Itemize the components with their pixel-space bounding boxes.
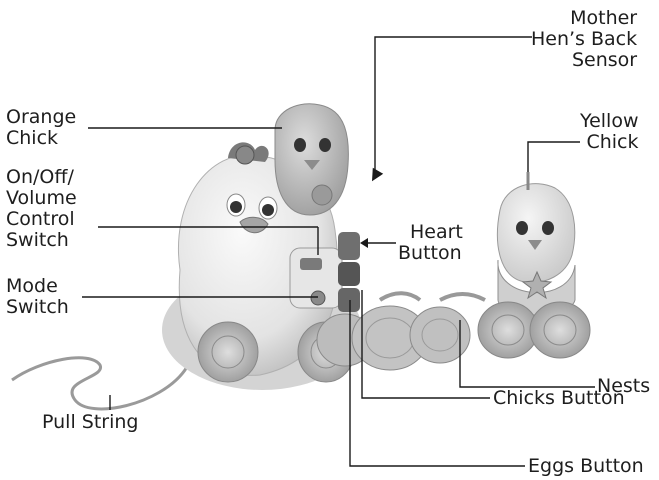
label-line: Control	[6, 209, 77, 230]
label-line: Heart	[398, 222, 463, 243]
label-mode-switch: Mode Switch	[6, 276, 69, 318]
label-line: Button	[398, 243, 463, 264]
label-eggs-button: Eggs Button	[528, 456, 644, 477]
label-line: Hen’s Back	[531, 29, 637, 50]
label-line: Chick	[580, 132, 639, 153]
label-line: Yellow	[580, 111, 639, 132]
label-pull-string: Pull String	[42, 412, 138, 433]
label-line: Chick	[6, 128, 76, 149]
label-on-off-volume-switch: On/Off/ Volume Control Switch	[6, 167, 77, 251]
label-line: Switch	[6, 230, 77, 251]
orange-chick-figure	[275, 104, 348, 215]
yellow-chick-figure	[478, 172, 590, 358]
label-line: On/Off/	[6, 167, 77, 188]
label-heart-button: Heart Button	[398, 222, 463, 264]
label-line: Sensor	[531, 50, 637, 71]
label-line: Mode	[6, 276, 69, 297]
label-line: Orange	[6, 107, 76, 128]
label-chicks-button: Chicks Button	[493, 388, 625, 409]
label-mother-hen-back-sensor: Mother Hen’s Back Sensor	[531, 8, 637, 71]
label-orange-chick: Orange Chick	[6, 107, 76, 149]
label-line: Mother	[531, 8, 637, 29]
label-yellow-chick: Yellow Chick	[580, 111, 639, 153]
label-line: Volume	[6, 188, 77, 209]
label-line: Switch	[6, 297, 69, 318]
